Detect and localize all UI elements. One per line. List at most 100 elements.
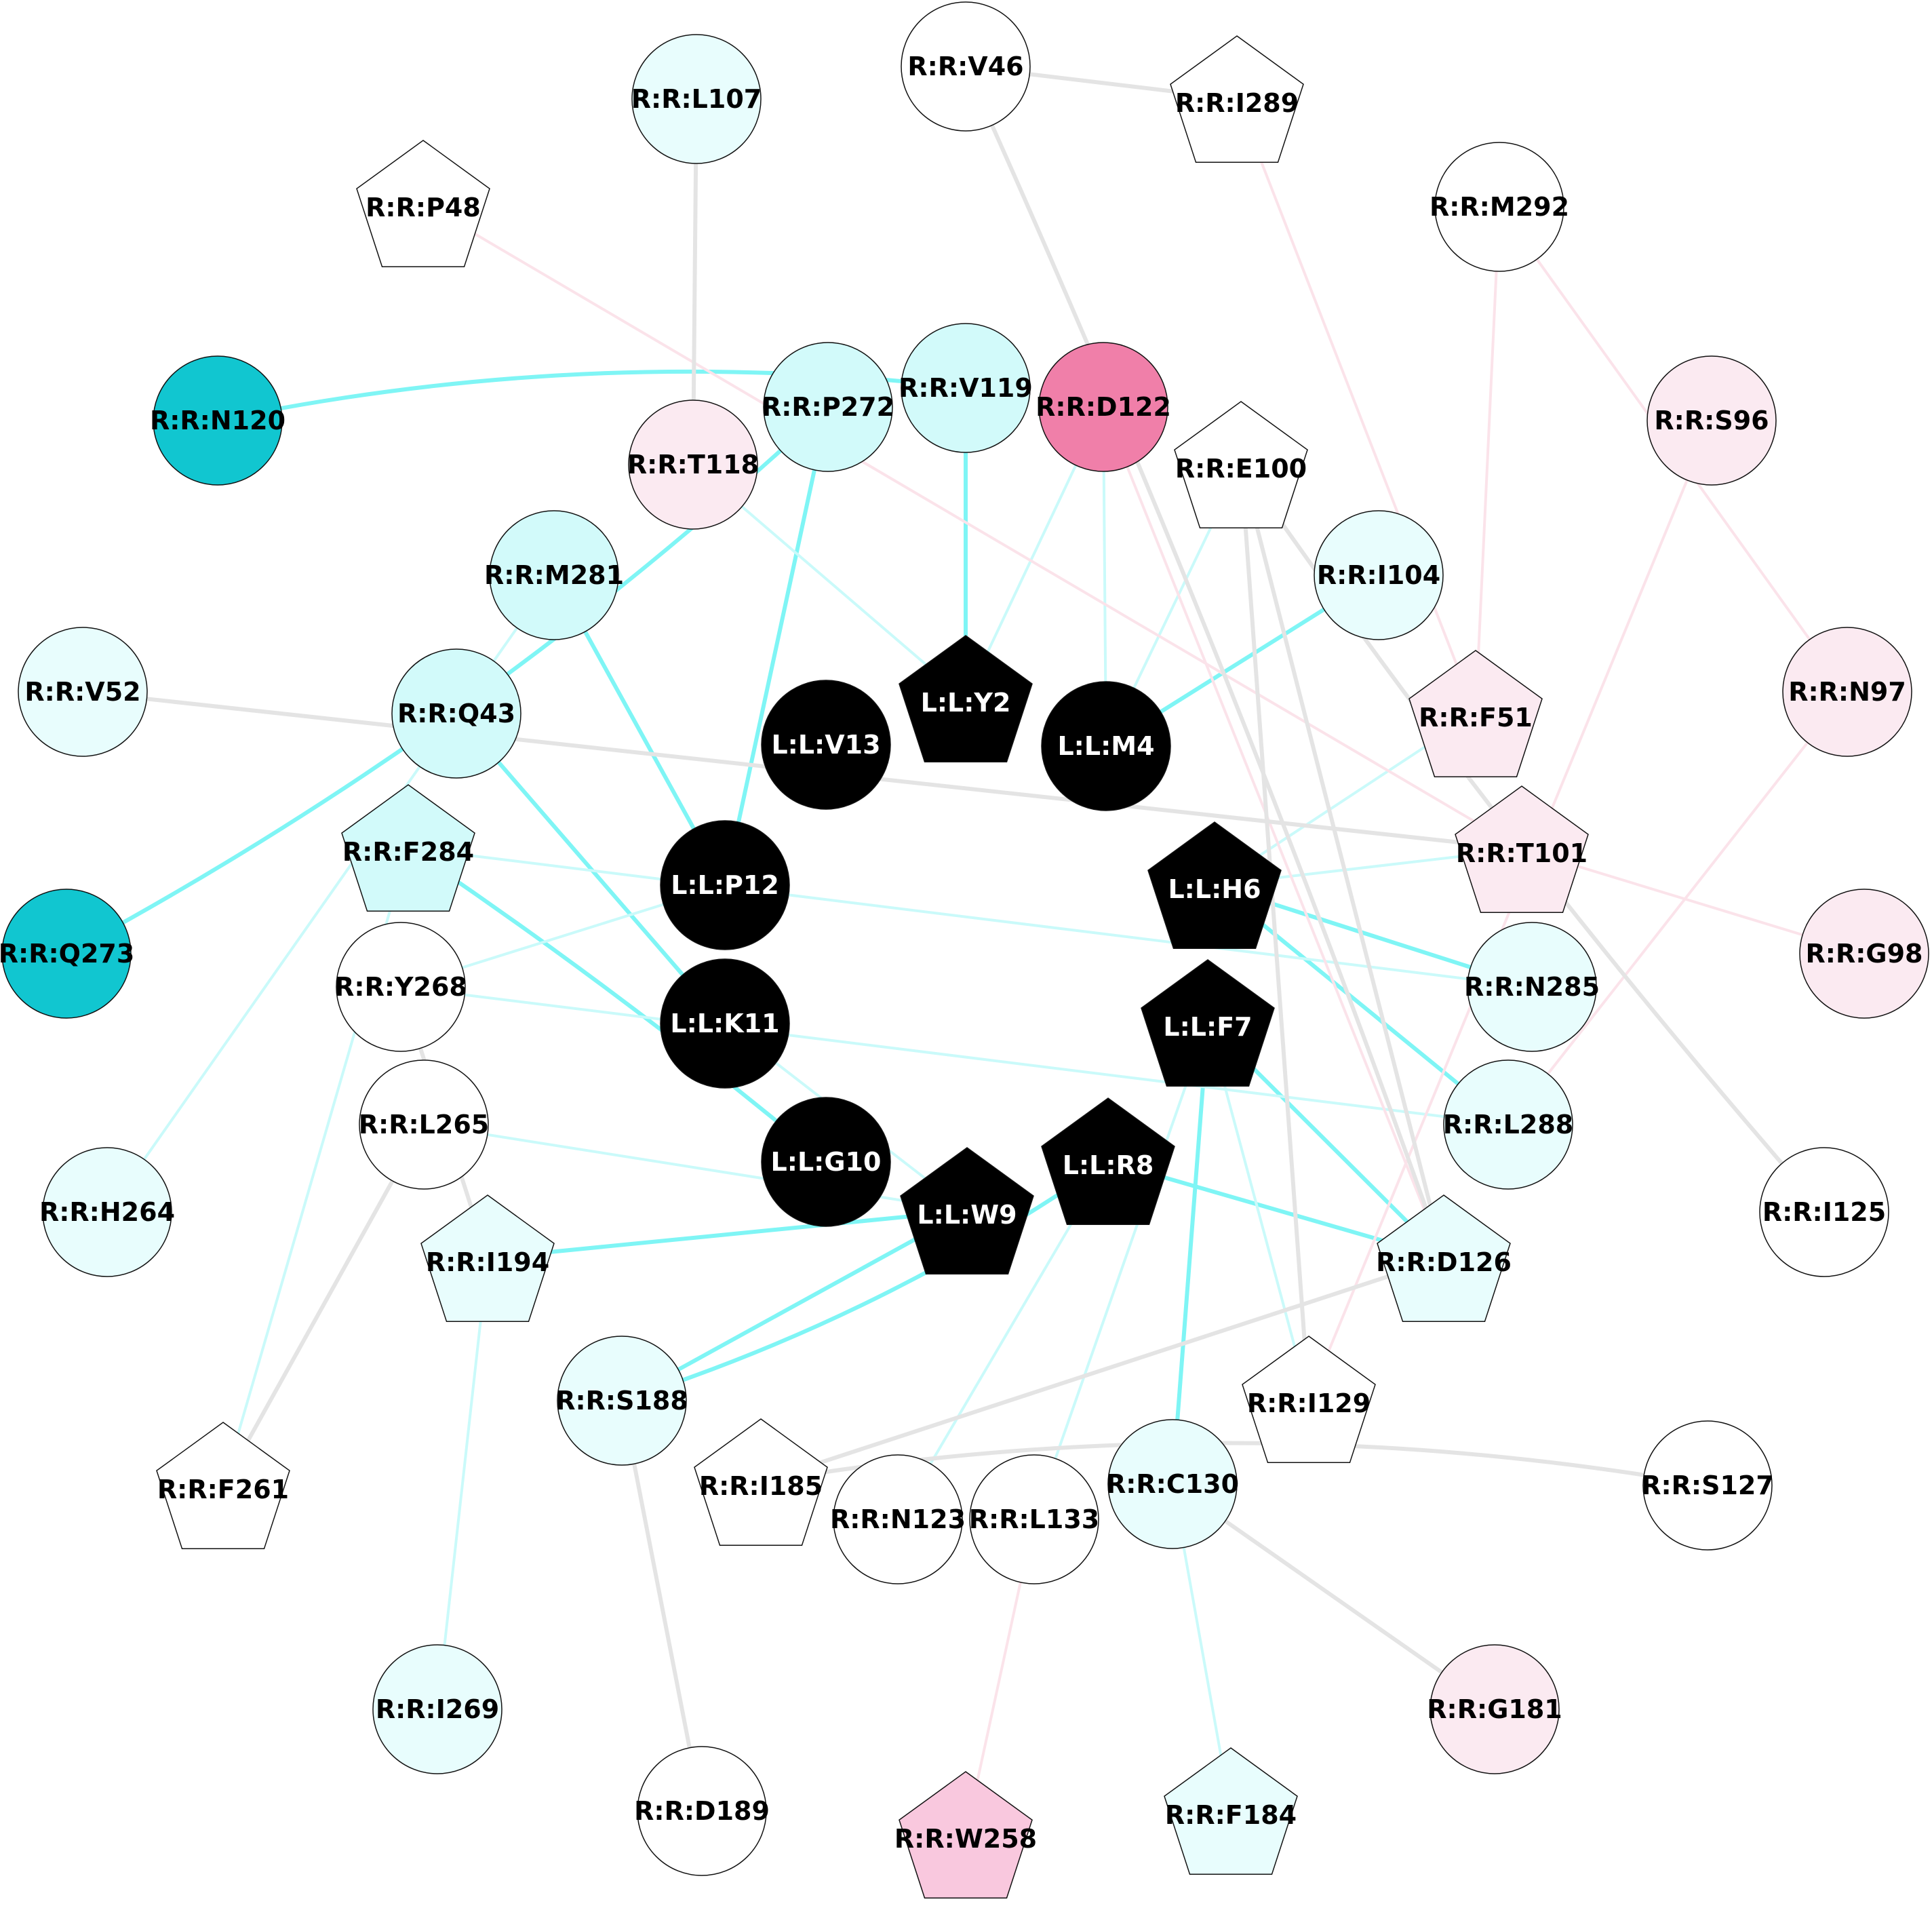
node-r-r-f284: R:R:F284 xyxy=(341,784,475,912)
edge-i194-w9 xyxy=(486,1209,969,1260)
node-r-r-n285: R:R:N285 xyxy=(1464,922,1600,1052)
node-r-r-i289: R:R:I289 xyxy=(1170,35,1304,163)
node-r-r-i129: R:R:I129 xyxy=(1242,1336,1376,1464)
node-r-r-v119: R:R:V119 xyxy=(899,323,1033,453)
node-shape-pentagon xyxy=(156,1422,290,1550)
edge-i194-i269 xyxy=(436,1257,489,1711)
node-r-r-f261: R:R:F261 xyxy=(156,1422,290,1550)
node-shape-circle xyxy=(637,1746,767,1876)
node-shape-circle xyxy=(1430,1644,1560,1774)
node-label: R:R:F184 xyxy=(1165,1800,1297,1830)
node-shape-pentagon xyxy=(1164,1747,1298,1875)
node-label: R:R:Q43 xyxy=(397,699,515,728)
node-r-r-i125: R:R:I125 xyxy=(1759,1147,1889,1277)
node-shape-pentagon xyxy=(1041,1097,1175,1226)
node-shape-circle xyxy=(969,1454,1099,1584)
node-label: R:R:D189 xyxy=(634,1796,770,1826)
node-r-r-p272: R:R:P272 xyxy=(762,342,894,472)
edge-c130-g181 xyxy=(1170,1482,1497,1711)
node-label: R:R:I104 xyxy=(1317,560,1440,590)
node-label: R:R:H264 xyxy=(39,1197,175,1227)
node-shape-circle xyxy=(336,922,466,1052)
node-shape-circle xyxy=(1,889,132,1019)
node-shape-pentagon xyxy=(1141,959,1275,1087)
edge-m292-f51 xyxy=(1474,206,1501,715)
node-shape-circle xyxy=(1314,510,1444,640)
node-shape-circle xyxy=(359,1059,489,1190)
node-label: R:R:N97 xyxy=(1788,677,1906,707)
node-shape-pentagon xyxy=(899,635,1033,763)
node-label: R:R:T118 xyxy=(627,450,759,480)
node-r-r-i185: R:R:I185 xyxy=(694,1418,828,1546)
node-r-r-l288: R:R:L288 xyxy=(1443,1059,1573,1190)
edge-f7-c130 xyxy=(1170,1021,1210,1486)
node-shape-circle xyxy=(660,958,790,1089)
node-shape-circle xyxy=(153,355,283,486)
node-r-r-i104: R:R:I104 xyxy=(1314,510,1444,640)
node-shape-pentagon xyxy=(1174,401,1308,529)
edge-p272-p12 xyxy=(723,405,830,887)
node-r-r-c130: R:R:C130 xyxy=(1106,1419,1239,1549)
node-shape-pentagon xyxy=(420,1194,555,1323)
node-shape-pentagon xyxy=(341,784,475,912)
edge-d122-d126 xyxy=(1102,406,1445,1260)
node-r-r-w258: R:R:W258 xyxy=(894,1771,1037,1899)
node-l-l-k11: L:L:K11 xyxy=(660,958,790,1089)
edge-f284-g10 xyxy=(406,846,828,1164)
node-r-r-i194: R:R:I194 xyxy=(420,1194,555,1323)
node-r-r-q273: R:R:Q273 xyxy=(0,889,134,1019)
node-shape-pentagon xyxy=(899,1771,1033,1899)
node-shape-circle xyxy=(1642,1420,1773,1551)
node-l-l-r8: L:L:R8 xyxy=(1041,1097,1175,1226)
edge-y268-l288 xyxy=(399,986,1510,1126)
node-l-l-y2: L:L:Y2 xyxy=(899,635,1033,763)
node-label: R:R:S188 xyxy=(555,1386,688,1416)
edge-i289-f51 xyxy=(1236,98,1477,715)
edge-e100-i129 xyxy=(1239,463,1311,1401)
node-r-r-n120: R:R:N120 xyxy=(150,355,285,486)
node-r-r-y268: R:R:Y268 xyxy=(334,922,467,1052)
node-l-l-h6: L:L:H6 xyxy=(1147,821,1282,950)
node-shape-circle xyxy=(628,400,758,530)
edge-f284-n285 xyxy=(407,846,1533,988)
node-shape-pentagon xyxy=(1147,821,1282,950)
node-shape-circle xyxy=(763,342,893,472)
node-l-l-p12: L:L:P12 xyxy=(660,820,790,950)
edge-l265-f261 xyxy=(221,1123,426,1487)
node-label: R:R:T101 xyxy=(1456,838,1588,868)
node-label: R:R:F51 xyxy=(1419,703,1533,733)
edge-d126-i185 xyxy=(759,1256,1446,1484)
node-label: R:R:L265 xyxy=(359,1110,489,1140)
edge-s188-r8 xyxy=(620,1159,1110,1403)
node-r-r-q43: R:R:Q43 xyxy=(391,648,521,779)
node-label: L:L:F7 xyxy=(1163,1012,1252,1042)
node-r-r-m281: R:R:M281 xyxy=(484,510,624,640)
edge-e100-d126 xyxy=(1239,463,1446,1260)
node-label: R:R:Y268 xyxy=(334,972,467,1002)
node-label: R:R:Q273 xyxy=(0,939,134,969)
node-shape-pentagon xyxy=(900,1147,1034,1275)
node-r-r-l107: R:R:L107 xyxy=(631,34,762,164)
node-r-r-t118: R:R:T118 xyxy=(627,400,759,530)
node-label: R:R:I185 xyxy=(699,1471,823,1501)
node-r-r-g181: R:R:G181 xyxy=(1427,1644,1562,1774)
node-shape-pentagon xyxy=(1408,650,1543,778)
node-label: R:R:F284 xyxy=(342,837,474,867)
node-shape-circle xyxy=(18,627,148,757)
node-label: R:R:E100 xyxy=(1175,454,1307,484)
node-shape-circle xyxy=(1038,342,1168,472)
node-shape-circle xyxy=(631,34,762,164)
node-shape-circle xyxy=(761,1097,891,1227)
node-label: R:R:I289 xyxy=(1175,88,1299,118)
node-label: R:R:C130 xyxy=(1106,1469,1239,1499)
node-label: R:R:P272 xyxy=(762,392,894,422)
node-label: R:R:V52 xyxy=(24,677,140,707)
node-label: R:R:V46 xyxy=(907,52,1023,81)
node-shape-pentagon xyxy=(694,1418,828,1546)
node-label: L:L:H6 xyxy=(1168,874,1261,904)
node-r-r-n123: R:R:N123 xyxy=(830,1454,966,1584)
node-l-l-g10: L:L:G10 xyxy=(761,1097,891,1227)
node-l-l-f7: L:L:F7 xyxy=(1141,959,1275,1087)
